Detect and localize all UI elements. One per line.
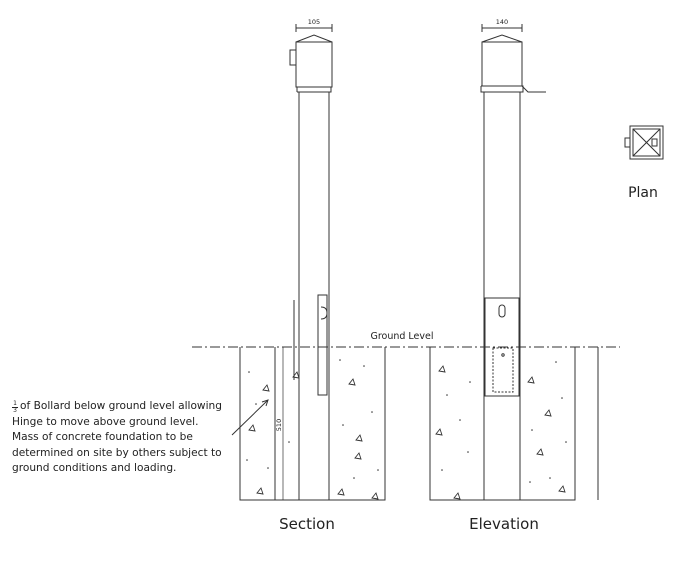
note-leader-arrowhead [261,399,269,407]
elevation-title: Elevation [469,515,539,533]
note-line-1-text: of Bollard below ground level allowing [20,400,222,412]
section-bollard-cap [295,41,333,88]
note-leader-arrow [231,399,269,436]
elevation-foundation-outline [429,347,576,501]
section-width-label: 105 [308,18,320,26]
note-line-5: ground conditions and loading. [12,462,177,474]
elevation-cap-top [481,34,523,43]
note-line-2: Hinge to move above ground level. [12,415,199,428]
elevation-view [429,24,599,501]
plan-inner-square [632,128,661,157]
plan-side-box [624,137,631,148]
elevation-side-bracket [521,85,546,93]
elevation-concrete-hatch [435,365,566,500]
ground-level-label: Ground Level [370,331,433,342]
elevation-collar [480,85,524,93]
note-line-4: determined on site by others subject to [12,446,222,459]
section-cap-top [295,34,333,43]
elevation-concrete-dots [441,361,567,483]
elevation-anchor-cage [492,347,514,393]
elevation-hinge-slot [498,304,506,318]
section-concrete-hatch [248,371,379,500]
section-hinge-hook [320,306,328,320]
section-hinge-plate [317,294,328,396]
section-view [231,24,386,501]
note-fraction-denominator: 3 [12,407,18,414]
section-title: Section [279,515,335,533]
section-collar [296,86,332,93]
plan-view [624,125,664,160]
embed-depth-label: 510 [275,419,283,431]
section-side-box [289,49,297,66]
plan-diagonal-b [632,128,661,157]
plan-hinge-mark [651,138,658,147]
note-fraction-numerator: 1 [13,400,17,407]
note-line-3: Mass of concrete foundation to be [12,431,193,443]
section-concrete-dots [246,359,379,479]
elevation-width-label: 140 [496,18,508,26]
elevation-anchor-pin [501,353,505,357]
elevation-bollard-cap [481,41,523,87]
section-foundation-outline [239,347,386,501]
plan-title: Plan [628,185,658,201]
